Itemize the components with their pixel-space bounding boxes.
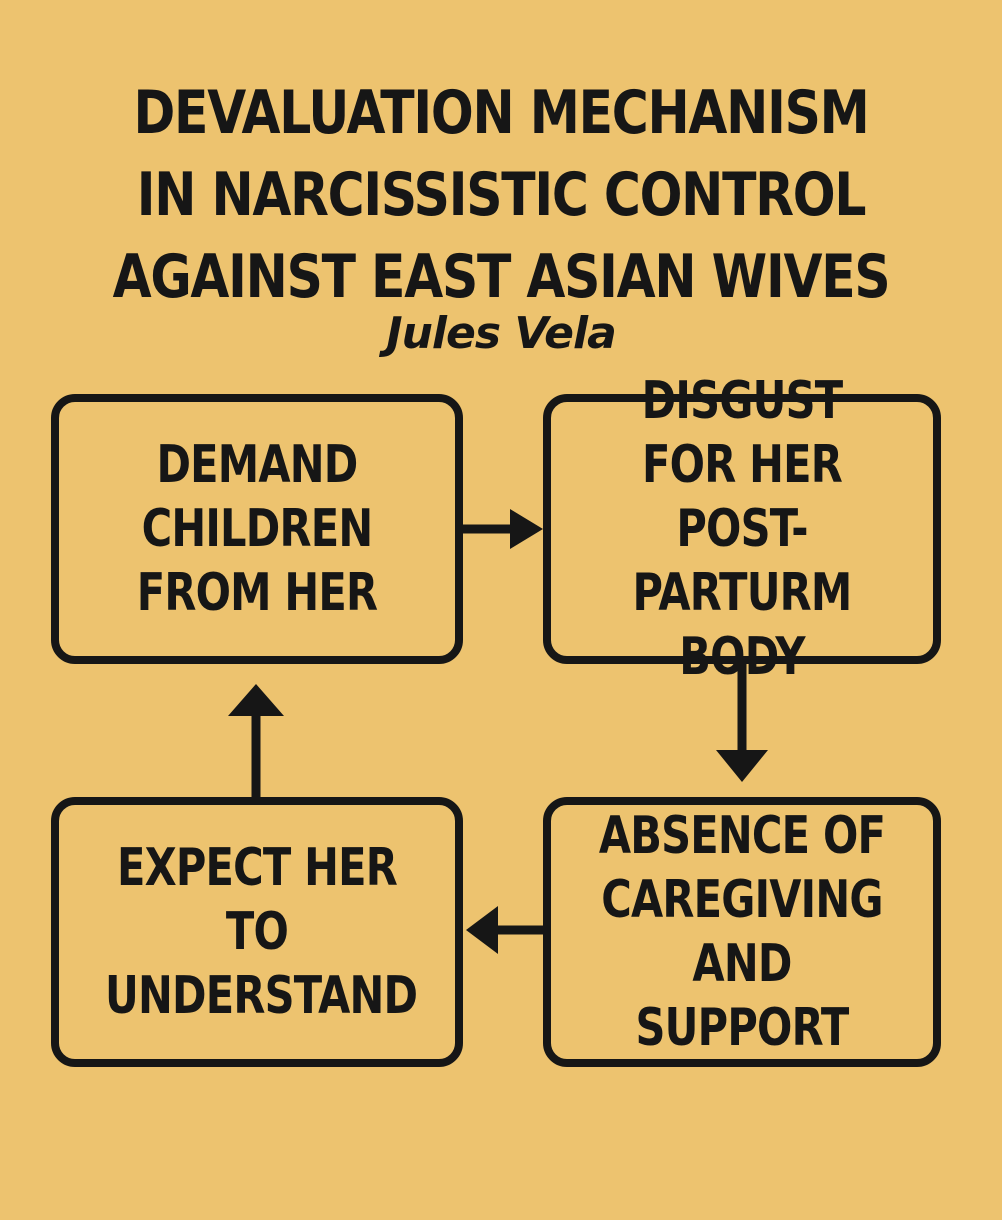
cycle-box-label: ABSENCE OF CAREGIVING AND SUPPORT bbox=[598, 806, 886, 1058]
arrow-left-icon bbox=[466, 906, 543, 954]
cycle-box-label: DEMAND CHILDREN FROM HER bbox=[136, 435, 378, 623]
title-line-1: DEVALUATION MECHANISM bbox=[133, 78, 869, 148]
cycle-box-demand-children: DEMAND CHILDREN FROM HER bbox=[51, 394, 463, 664]
cycle-box-expect-understand: EXPECT HER TO UNDERSTAND bbox=[51, 797, 463, 1067]
title-line-3: AGAINST EAST ASIAN WIVES bbox=[112, 242, 891, 312]
arrow-up-icon bbox=[228, 684, 284, 797]
diagram-title: DEVALUATION MECHANISM IN NARCISSISTIC CO… bbox=[80, 72, 922, 318]
cycle-box-absence-caregiving: ABSENCE OF CAREGIVING AND SUPPORT bbox=[543, 797, 941, 1067]
title-line-2: IN NARCISSISTIC CONTROL bbox=[136, 160, 867, 230]
arrow-right-icon bbox=[463, 509, 543, 549]
arrow-down-icon bbox=[716, 664, 768, 782]
author-name: Jules Vela bbox=[386, 308, 617, 359]
cycle-box-disgust-postpartum: DISGUST FOR HER POST-PARTURM BODY bbox=[543, 371, 941, 687]
cycle-box-label: DISGUST FOR HER POST-PARTURM BODY bbox=[632, 371, 852, 687]
cycle-box-label: EXPECT HER TO UNDERSTAND bbox=[105, 838, 418, 1026]
